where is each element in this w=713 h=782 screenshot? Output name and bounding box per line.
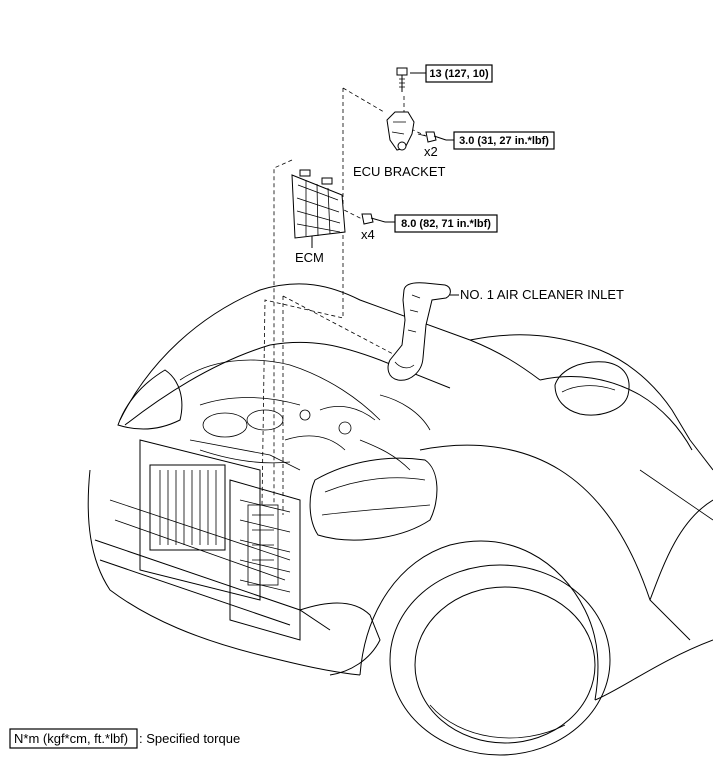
label-air-cleaner-inlet: NO. 1 AIR CLEANER INLET <box>460 287 624 302</box>
ecm-unit <box>291 169 346 239</box>
torque-legend: N*m (kgf*cm, ft.*lbf) : Specified torque <box>9 728 240 749</box>
qty-ecm-bolt: x4 <box>361 227 375 242</box>
torque-box-bracket-side: 3.0 (31, 27 in.*lbf) <box>446 131 555 150</box>
air-cleaner-inlet <box>387 282 459 381</box>
bracket-bolt-top <box>396 67 408 92</box>
torque-box-ecm: 8.0 (82, 71 in.*lbf) <box>385 214 498 233</box>
qty-bracket-side: x2 <box>424 144 438 159</box>
ecm-bolt <box>361 213 386 225</box>
label-ecm: ECM <box>295 250 324 265</box>
vehicle-front-illustration <box>87 283 713 756</box>
torque-box-bracket-top: 13 (127, 10) <box>410 64 493 83</box>
legend-description: : Specified torque <box>139 731 240 746</box>
label-ecu-bracket: ECU BRACKET <box>353 164 446 179</box>
bracket-bolt-side <box>417 131 447 143</box>
radiator-fins <box>159 470 217 545</box>
assembly-leader-lines <box>261 87 427 515</box>
legend-unit-box: N*m (kgf*cm, ft.*lbf) <box>14 731 128 746</box>
torque-value-bracket-top: 13 (127, 10) <box>429 68 489 80</box>
torque-value-bracket-side: 3.0 (31, 27 in.*lbf) <box>459 135 549 147</box>
torque-value-ecm: 8.0 (82, 71 in.*lbf) <box>401 218 491 230</box>
ecu-bracket <box>386 111 415 151</box>
